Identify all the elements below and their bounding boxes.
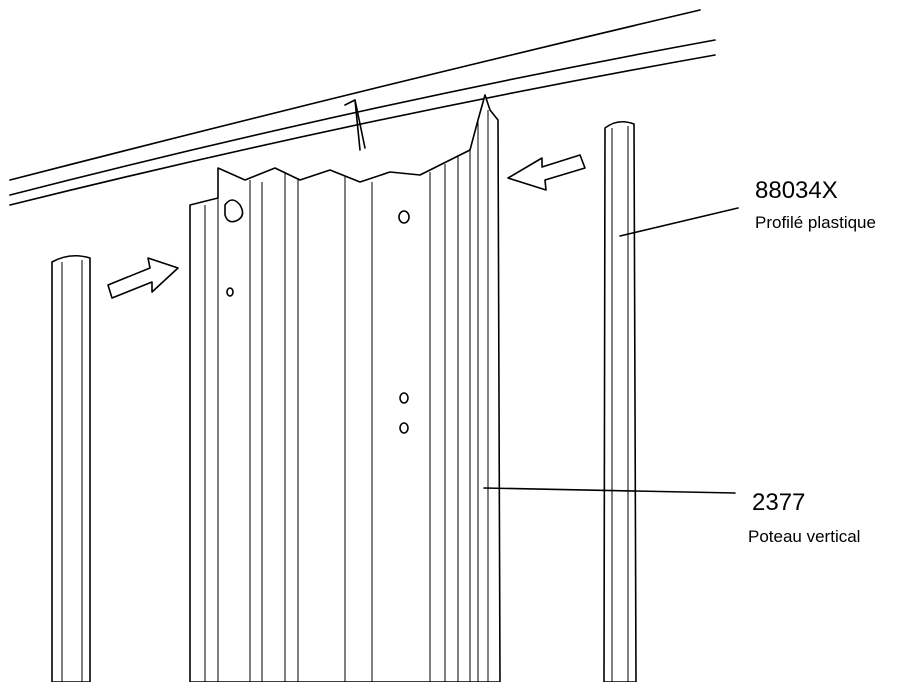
callout-description-1: Profilé plastique <box>755 213 876 232</box>
callout-part-number-1: 88034X <box>755 177 838 204</box>
left-plastic-profile <box>51 254 91 683</box>
arrow-right-icon <box>107 257 179 299</box>
top-rail <box>9 9 716 206</box>
arrow-left-icon <box>507 154 586 191</box>
callout-description-2: Poteau vertical <box>748 527 860 546</box>
right-plastic-profile <box>603 120 637 683</box>
leader-line-vertical-post <box>483 487 736 494</box>
callout-part-number-2: 2377 <box>752 489 805 516</box>
leader-line-plastic-profile <box>619 207 739 237</box>
vertical-post <box>189 94 501 683</box>
